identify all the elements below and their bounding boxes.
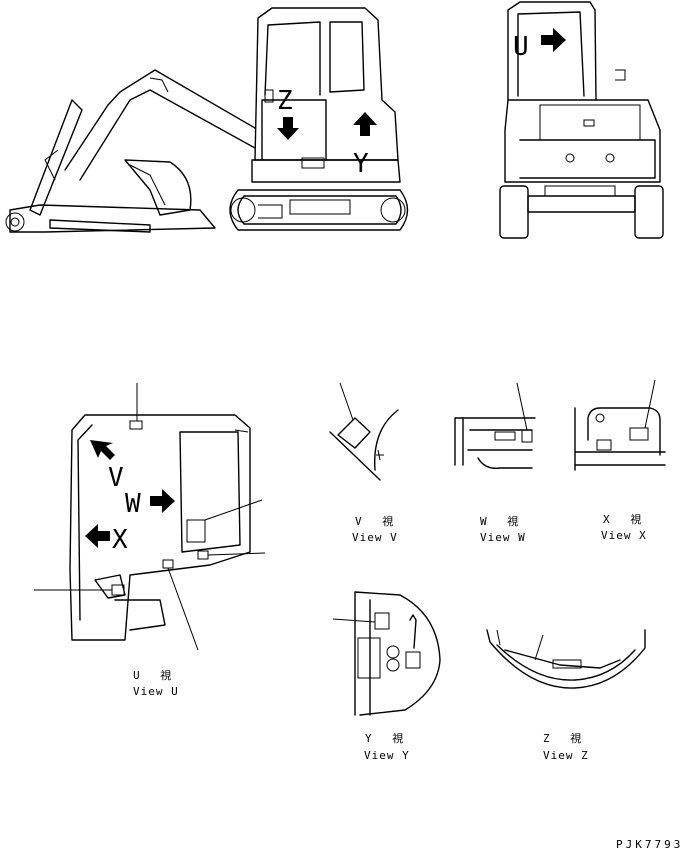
view-y-diagram: Y 視 View Y xyxy=(332,591,441,762)
view-v-caption-jp: V 視 xyxy=(355,514,394,528)
excavator-rear-view: U xyxy=(499,1,664,239)
z-label: Z xyxy=(277,86,293,116)
view-w-caption-jp: W 視 xyxy=(480,514,519,528)
u-label: U xyxy=(513,32,529,62)
arrow-right-icon xyxy=(541,28,566,52)
view-z-caption-en: View Z xyxy=(543,749,589,762)
view-x-diagram: X 視 View X xyxy=(574,379,666,542)
view-v-caption-en: View V xyxy=(352,531,398,544)
v-label: V xyxy=(108,463,124,493)
view-w-diagram: W 視 View W xyxy=(454,382,536,544)
view-z-caption-jp: Z 視 xyxy=(543,731,582,745)
arrow-right-icon xyxy=(150,489,175,513)
arrow-up-icon xyxy=(353,112,377,136)
w-label: W xyxy=(125,489,141,519)
view-w-caption-en: View W xyxy=(480,531,526,544)
arrow-left-icon xyxy=(85,524,110,548)
view-u-caption-en: View U xyxy=(133,685,179,698)
y-label: Y xyxy=(353,149,369,179)
view-x-caption-en: View X xyxy=(601,529,647,542)
arrow-up-left-icon xyxy=(90,440,115,460)
view-z-diagram: Z 視 View Z xyxy=(486,629,646,762)
view-y-caption-jp: Y 視 xyxy=(365,731,404,745)
excavator-side-view: Z Y xyxy=(5,7,409,233)
view-v-diagram: V 視 View V xyxy=(329,382,399,544)
view-x-caption-jp: X 視 xyxy=(603,512,642,526)
view-u-diagram: V W X U 視 View U xyxy=(34,383,266,698)
view-u-caption-jp: U 視 xyxy=(133,668,172,682)
view-y-caption-en: View Y xyxy=(364,749,410,762)
arrow-down-icon xyxy=(277,117,299,140)
x-label: X xyxy=(112,525,128,555)
drawing-code: PJK7793 xyxy=(616,838,683,851)
